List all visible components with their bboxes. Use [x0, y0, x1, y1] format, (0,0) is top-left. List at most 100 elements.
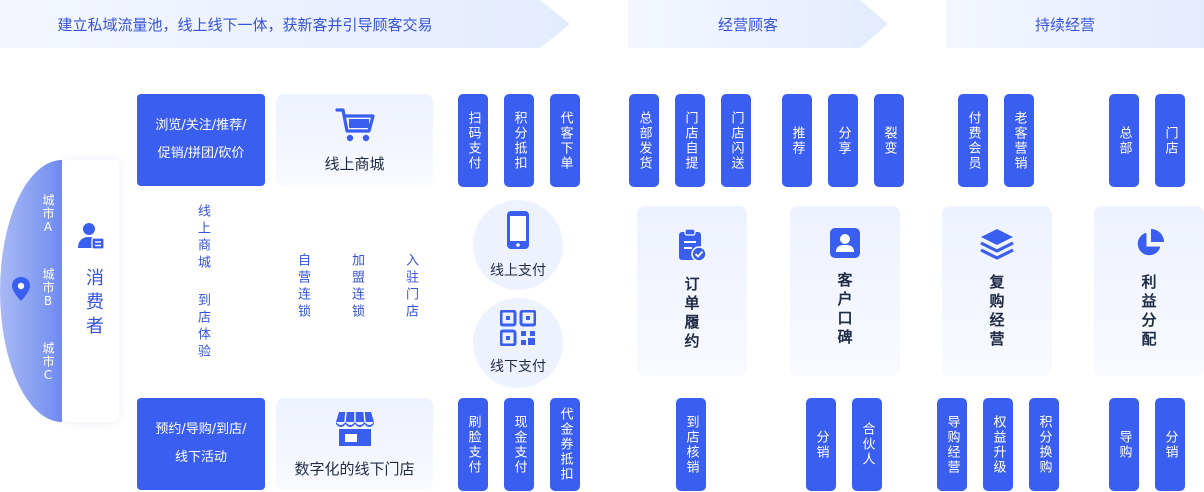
tile-customer-reputation-label: 客户口碑 [835, 272, 854, 348]
banner-continuous-text: 持续经营 [1034, 15, 1095, 34]
pill-scan-pay-text: 扫码支付 [465, 110, 481, 171]
store-actions-line-2: 线下活动 [174, 450, 227, 465]
pill-voucher-deduct: 代金券抵扣 [550, 398, 580, 491]
banner-manage-customer-shape [628, 0, 888, 48]
pill-recommend: 推荐 [782, 94, 812, 187]
pill-distribution-2-text: 分销 [1162, 429, 1178, 460]
qr-code-icon [499, 309, 537, 350]
tile-repurchase-label: 复购经营 [987, 274, 1006, 350]
online-mall-tile: 线上商城 [276, 94, 433, 186]
banner-manage-customer: 经营顾客 [628, 0, 888, 48]
banner-continuous-shape [946, 0, 1204, 48]
pill-store-flash-text: 门店闪送 [728, 110, 744, 171]
pill-share-text: 分享 [835, 125, 851, 156]
pill-rights-upgrade: 权益升级 [983, 398, 1013, 491]
text-self-chain: 自营连锁 [295, 253, 310, 321]
pill-order-for-customer-text: 代客下单 [557, 110, 573, 171]
pill-paid-member-text: 付费会员 [965, 110, 981, 171]
pie-chart-icon [1133, 228, 1165, 264]
banner-continuous: 持续经营 [946, 0, 1204, 48]
pill-face-pay-text: 刷脸支付 [465, 414, 481, 475]
offline-store-label: 数字化的线下门店 [294, 459, 415, 478]
tile-order-fulfillment-label: 订单履约 [682, 276, 701, 352]
pill-hq: 总部 [1109, 94, 1139, 187]
pill-share: 分享 [828, 94, 858, 187]
pill-store-text: 门店 [1162, 125, 1178, 156]
pill-distribution: 分销 [806, 398, 836, 491]
promo-actions-box: 浏览/关注/推荐/ 促销/拼团/砍价 [137, 94, 265, 186]
pill-cash-pay-text: 现金支付 [511, 414, 527, 475]
pill-points-deduct-text: 积分抵扣 [511, 110, 527, 171]
online-pay-label: 线上支付 [490, 263, 546, 279]
pill-points-deduct: 积分抵扣 [504, 94, 534, 187]
pill-guide-operate-text: 导购经营 [944, 414, 960, 475]
consumer-label: 消费者 [83, 268, 104, 340]
pill-scan-pay: 扫码支付 [458, 94, 488, 187]
location-pin-icon [11, 277, 31, 305]
pill-store: 门店 [1155, 94, 1185, 187]
tile-repurchase: 复购经营 [942, 206, 1052, 376]
pill-rights-upgrade-text: 权益升级 [990, 414, 1006, 475]
text-to-store-v: 到店体验 [195, 293, 210, 361]
pill-shop-guide: 导购 [1109, 398, 1139, 491]
pill-face-pay: 刷脸支付 [458, 398, 488, 491]
pill-store-pickup-text: 门店自提 [682, 110, 698, 171]
pill-old-customer-text: 老客营销 [1011, 110, 1027, 171]
store-actions-line-1: 预约/导购/到店/ [155, 422, 247, 437]
tile-profit-distribution-label: 利益分配 [1139, 274, 1158, 350]
clipboard-check-icon [677, 228, 707, 266]
pill-voucher-deduct-text: 代金券抵扣 [557, 407, 573, 482]
pill-recommend-text: 推荐 [789, 125, 805, 156]
pill-store-flash: 门店闪送 [721, 94, 751, 187]
text-stationed-store: 入驻门店 [403, 253, 418, 321]
pill-points-exchange-text: 积分换购 [1036, 414, 1052, 475]
pill-store-pickup: 门店自提 [675, 94, 705, 187]
pill-hq-text: 总部 [1116, 125, 1132, 156]
pill-order-for-customer: 代客下单 [550, 94, 580, 187]
pill-hq-ship: 总部发货 [629, 94, 659, 187]
pill-cash-pay: 现金支付 [504, 398, 534, 491]
profile-card-icon [830, 228, 860, 262]
online-mall-label: 线上商城 [324, 154, 385, 173]
pill-distribution-text: 分销 [813, 429, 829, 460]
banner-acquire: 建立私域流量池，线上线下一体，获新客并引导顾客交易 [0, 0, 570, 48]
pill-fission-text: 裂变 [881, 125, 897, 156]
promo-actions-line-2: 促销/拼团/砍价 [157, 146, 245, 161]
consumer-arc [0, 160, 62, 422]
tile-profit-distribution: 利益分配 [1094, 206, 1204, 376]
user-card-icon [78, 222, 105, 254]
banner-manage-customer-text: 经营顾客 [717, 15, 778, 34]
pill-fission: 裂变 [874, 94, 904, 187]
text-franchise-chain: 加盟连锁 [349, 253, 364, 321]
online-pay-circle: 线上支付 [473, 200, 563, 290]
pill-old-customer: 老客营销 [1004, 94, 1034, 187]
pill-hq-ship-text: 总部发货 [636, 110, 652, 171]
city-b-label: 城市B [41, 268, 55, 309]
pill-points-exchange: 积分换购 [1029, 398, 1059, 491]
pill-partner: 合伙人 [852, 398, 882, 491]
pill-distribution-2: 分销 [1155, 398, 1185, 491]
pill-shop-guide-text: 导购 [1116, 429, 1132, 460]
promo-actions-line-1: 浏览/关注/推荐/ [155, 118, 247, 133]
tile-order-fulfillment: 订单履约 [637, 206, 747, 376]
pill-guide-operate: 导购经营 [937, 398, 967, 491]
banner-acquire-text: 建立私域流量池，线上线下一体，获新客并引导顾客交易 [57, 15, 433, 34]
shopping-cart-icon [334, 107, 375, 147]
pill-store-verify-text: 到店核销 [683, 414, 699, 475]
pill-partner-text: 合伙人 [859, 422, 875, 467]
offline-store-tile: 数字化的线下门店 [276, 398, 433, 490]
text-online-mall-v: 线上商城 [195, 204, 210, 272]
consumer-panel [62, 160, 119, 422]
pill-paid-member: 付费会员 [958, 94, 988, 187]
pill-store-verify: 到店核销 [676, 398, 706, 491]
tile-customer-reputation: 客户口碑 [790, 206, 900, 376]
city-c-label: 城市C [41, 342, 55, 383]
offline-pay-label: 线下支付 [490, 359, 546, 375]
layers-icon [980, 228, 1014, 264]
city-a-label: 城市A [41, 194, 55, 235]
storefront-icon [335, 410, 375, 452]
store-actions-box: 预约/导购/到店/ 线下活动 [137, 398, 265, 490]
offline-pay-circle: 线下支付 [473, 298, 563, 388]
phone-icon [506, 210, 530, 254]
banner-acquire-shape [0, 0, 570, 48]
